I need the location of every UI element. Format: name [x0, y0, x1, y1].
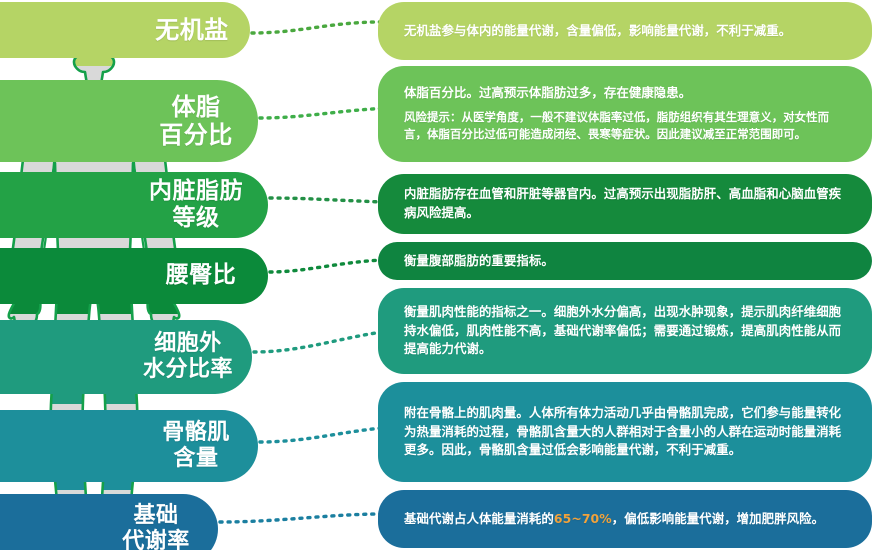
- bubble-subtext: 风险提示：从医学角度，一般不建议体脂率过低，脂肪组织有其生理意义，对女性而言，体…: [404, 110, 830, 142]
- pill-inorganic-salt[interactable]: 无机盐: [0, 2, 250, 58]
- pill-label-line: 百分比: [159, 121, 233, 149]
- pill-label-line: 骨骼肌: [162, 420, 230, 446]
- pill-label-line: 腰臀比: [165, 262, 237, 289]
- pill-label-line: 无机盐: [155, 15, 229, 44]
- pill-label-line: 内脏脂肪: [149, 177, 243, 204]
- bubble-inorganic-salt: 无机盐参与体内的能量代谢，含量偏低，影响能量代谢，不利于减重。: [378, 2, 872, 60]
- pill-visceral-fat-level[interactable]: 内脏脂肪 等级: [0, 172, 268, 238]
- pill-basal-metabolic-rate[interactable]: 基础 代谢率: [0, 494, 218, 550]
- bubble-text: 体脂百分比。过高预示体脂肪过多，存在健康隐患。: [404, 85, 692, 101]
- pill-label-line: 等级: [172, 205, 220, 231]
- pill-label-line: 体脂: [171, 92, 221, 121]
- pill-label-line: 含量: [173, 446, 219, 471]
- pill-label-line: 代谢率: [122, 529, 190, 550]
- bubble-skeletal-muscle-mass: 附在骨骼上的肌肉量。人体所有体力活动几乎由骨骼肌完成，它们参与能量转化为热量消耗…: [378, 382, 872, 482]
- bubble-text: 衡量腹部脂肪的重要指标。: [404, 252, 554, 268]
- bmr-highlight-value: 65~70%: [553, 510, 612, 526]
- bubble-body-fat-percentage: 体脂百分比。过高预示体脂肪过多，存在健康隐患。 风险提示：从医学角度，一般不建议…: [378, 66, 872, 162]
- pill-waist-hip-ratio[interactable]: 腰臀比: [0, 248, 268, 304]
- bmr-text-before: 基础代谢占人体能量消耗的: [404, 510, 554, 526]
- bmr-text-after: ，偏低影响能量代谢，增加肥胖风险。: [611, 510, 825, 526]
- bubble-text: 内脏脂肪存在血管和肝脏等器官内。过高预示出现脂肪肝、高血脂和心脑血管疾病风险提高…: [404, 186, 842, 220]
- pill-label-line: 细胞外: [154, 331, 222, 357]
- pill-label-line: 水分比率: [142, 357, 233, 382]
- bubble-visceral-fat-level: 内脏脂肪存在血管和肝脏等器官内。过高预示出现脂肪肝、高血脂和心脑血管疾病风险提高…: [378, 174, 872, 234]
- pill-label-line: 基础: [133, 503, 179, 529]
- pill-extracellular-water-ratio[interactable]: 细胞外 水分比率: [0, 320, 252, 394]
- bubble-basal-metabolic-rate: 基础代谢占人体能量消耗的65~70%，偏低影响能量代谢，增加肥胖风险。: [378, 490, 872, 548]
- bubble-text: 无机盐参与体内的能量代谢，含量偏低，影响能量代谢，不利于减重。: [404, 22, 792, 38]
- bubble-text: 衡量肌肉性能的指标之一。细胞外水分偏高，出现水肿现象，提示肌肉纤维细胞持水偏低，…: [404, 303, 842, 357]
- bubble-waist-hip-ratio: 衡量腹部脂肪的重要指标。: [378, 242, 872, 280]
- pill-skeletal-muscle-mass[interactable]: 骨骼肌 含量: [0, 410, 258, 482]
- pill-body-fat-percentage[interactable]: 体脂 百分比: [0, 80, 258, 162]
- bubble-text: 附在骨骼上的肌肉量。人体所有体力活动几乎由骨骼肌完成，它们参与能量转化为热量消耗…: [404, 404, 842, 458]
- bubble-extracellular-water-ratio: 衡量肌肉性能的指标之一。细胞外水分偏高，出现水肿现象，提示肌肉纤维细胞持水偏低，…: [378, 288, 872, 374]
- bubble-text: 基础代谢占人体能量消耗的65~70%，偏低影响能量代谢，增加肥胖风险。: [404, 510, 850, 529]
